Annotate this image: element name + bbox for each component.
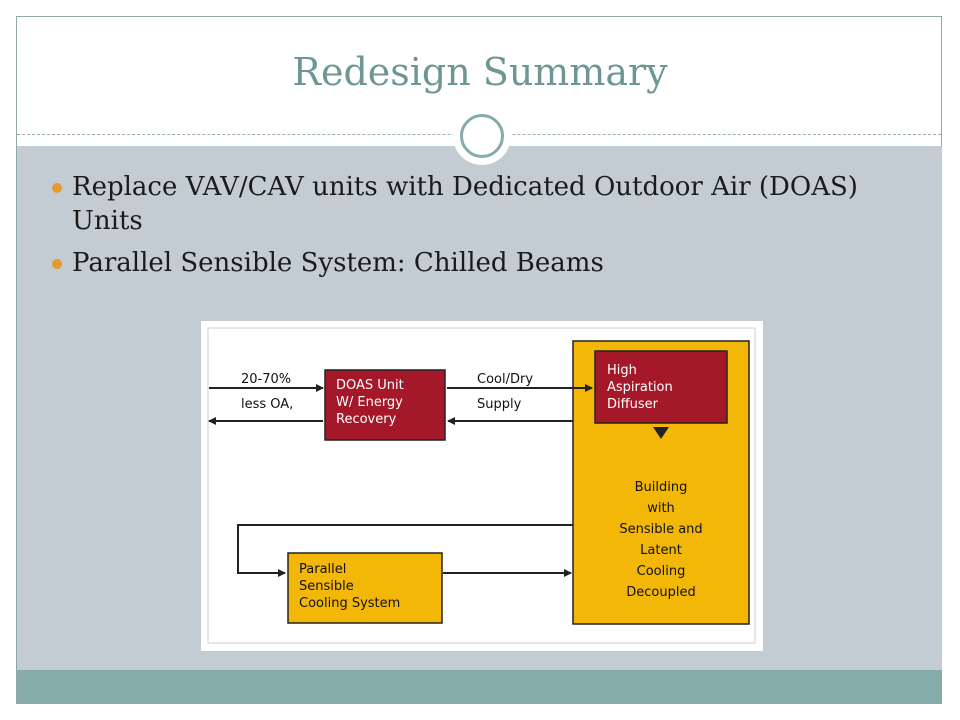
parallel-box-label: Cooling System: [299, 596, 400, 611]
diffuser-box-label: Diffuser: [607, 397, 659, 412]
diffuser-box-label: Aspiration: [607, 380, 673, 395]
doas-unit-box: [324, 369, 446, 441]
oa-label-line: less OA,: [241, 397, 293, 412]
diffuser-box-label: High: [607, 363, 637, 378]
building-box-label: Cooling: [637, 564, 686, 579]
building-box-label: with: [647, 501, 675, 516]
slide-title: Redesign Summary: [292, 50, 668, 94]
parallel-box-label: Sensible: [299, 579, 354, 594]
parallel-box-label: Parallel: [299, 562, 346, 577]
diffuser-down-arrow-icon: [653, 427, 669, 439]
bullet-list: Replace VAV/CAV units with Dedicated Out…: [52, 170, 922, 288]
bullet-item: Replace VAV/CAV units with Dedicated Out…: [52, 170, 922, 238]
parallel-cooling-box: [287, 552, 443, 624]
diffuser-box: [594, 350, 728, 424]
building-box-label: Decoupled: [626, 585, 695, 600]
building-box-label: Sensible and: [619, 522, 702, 537]
bullet-item: Parallel Sensible System: Chilled Beams: [52, 246, 922, 280]
footer-band: [17, 670, 942, 704]
bullet-text: Parallel Sensible System: Chilled Beams: [72, 248, 604, 278]
doas-box-label: Recovery: [336, 412, 397, 427]
doas-system-diagram: 20-70% less OA, Cool/Dry Supply DOAS Uni…: [201, 321, 763, 651]
building-box-label: Latent: [640, 543, 682, 558]
supply-label-line: Supply: [477, 397, 522, 412]
doas-box-label: DOAS Unit: [336, 378, 404, 393]
diagram-border: [207, 327, 756, 644]
bullet-text: Replace VAV/CAV units with Dedicated Out…: [72, 172, 858, 236]
bullet-dot-icon: [52, 259, 62, 269]
supply-label-line: Cool/Dry: [477, 372, 533, 387]
building-box-label: Building: [635, 480, 688, 495]
sensible-return-loop-arrow: [237, 524, 573, 577]
doas-box-label: W/ Energy: [336, 395, 403, 410]
circle-ring-icon: [460, 114, 504, 158]
oa-label-line: 20-70%: [241, 372, 291, 387]
bullet-dot-icon: [52, 183, 62, 193]
